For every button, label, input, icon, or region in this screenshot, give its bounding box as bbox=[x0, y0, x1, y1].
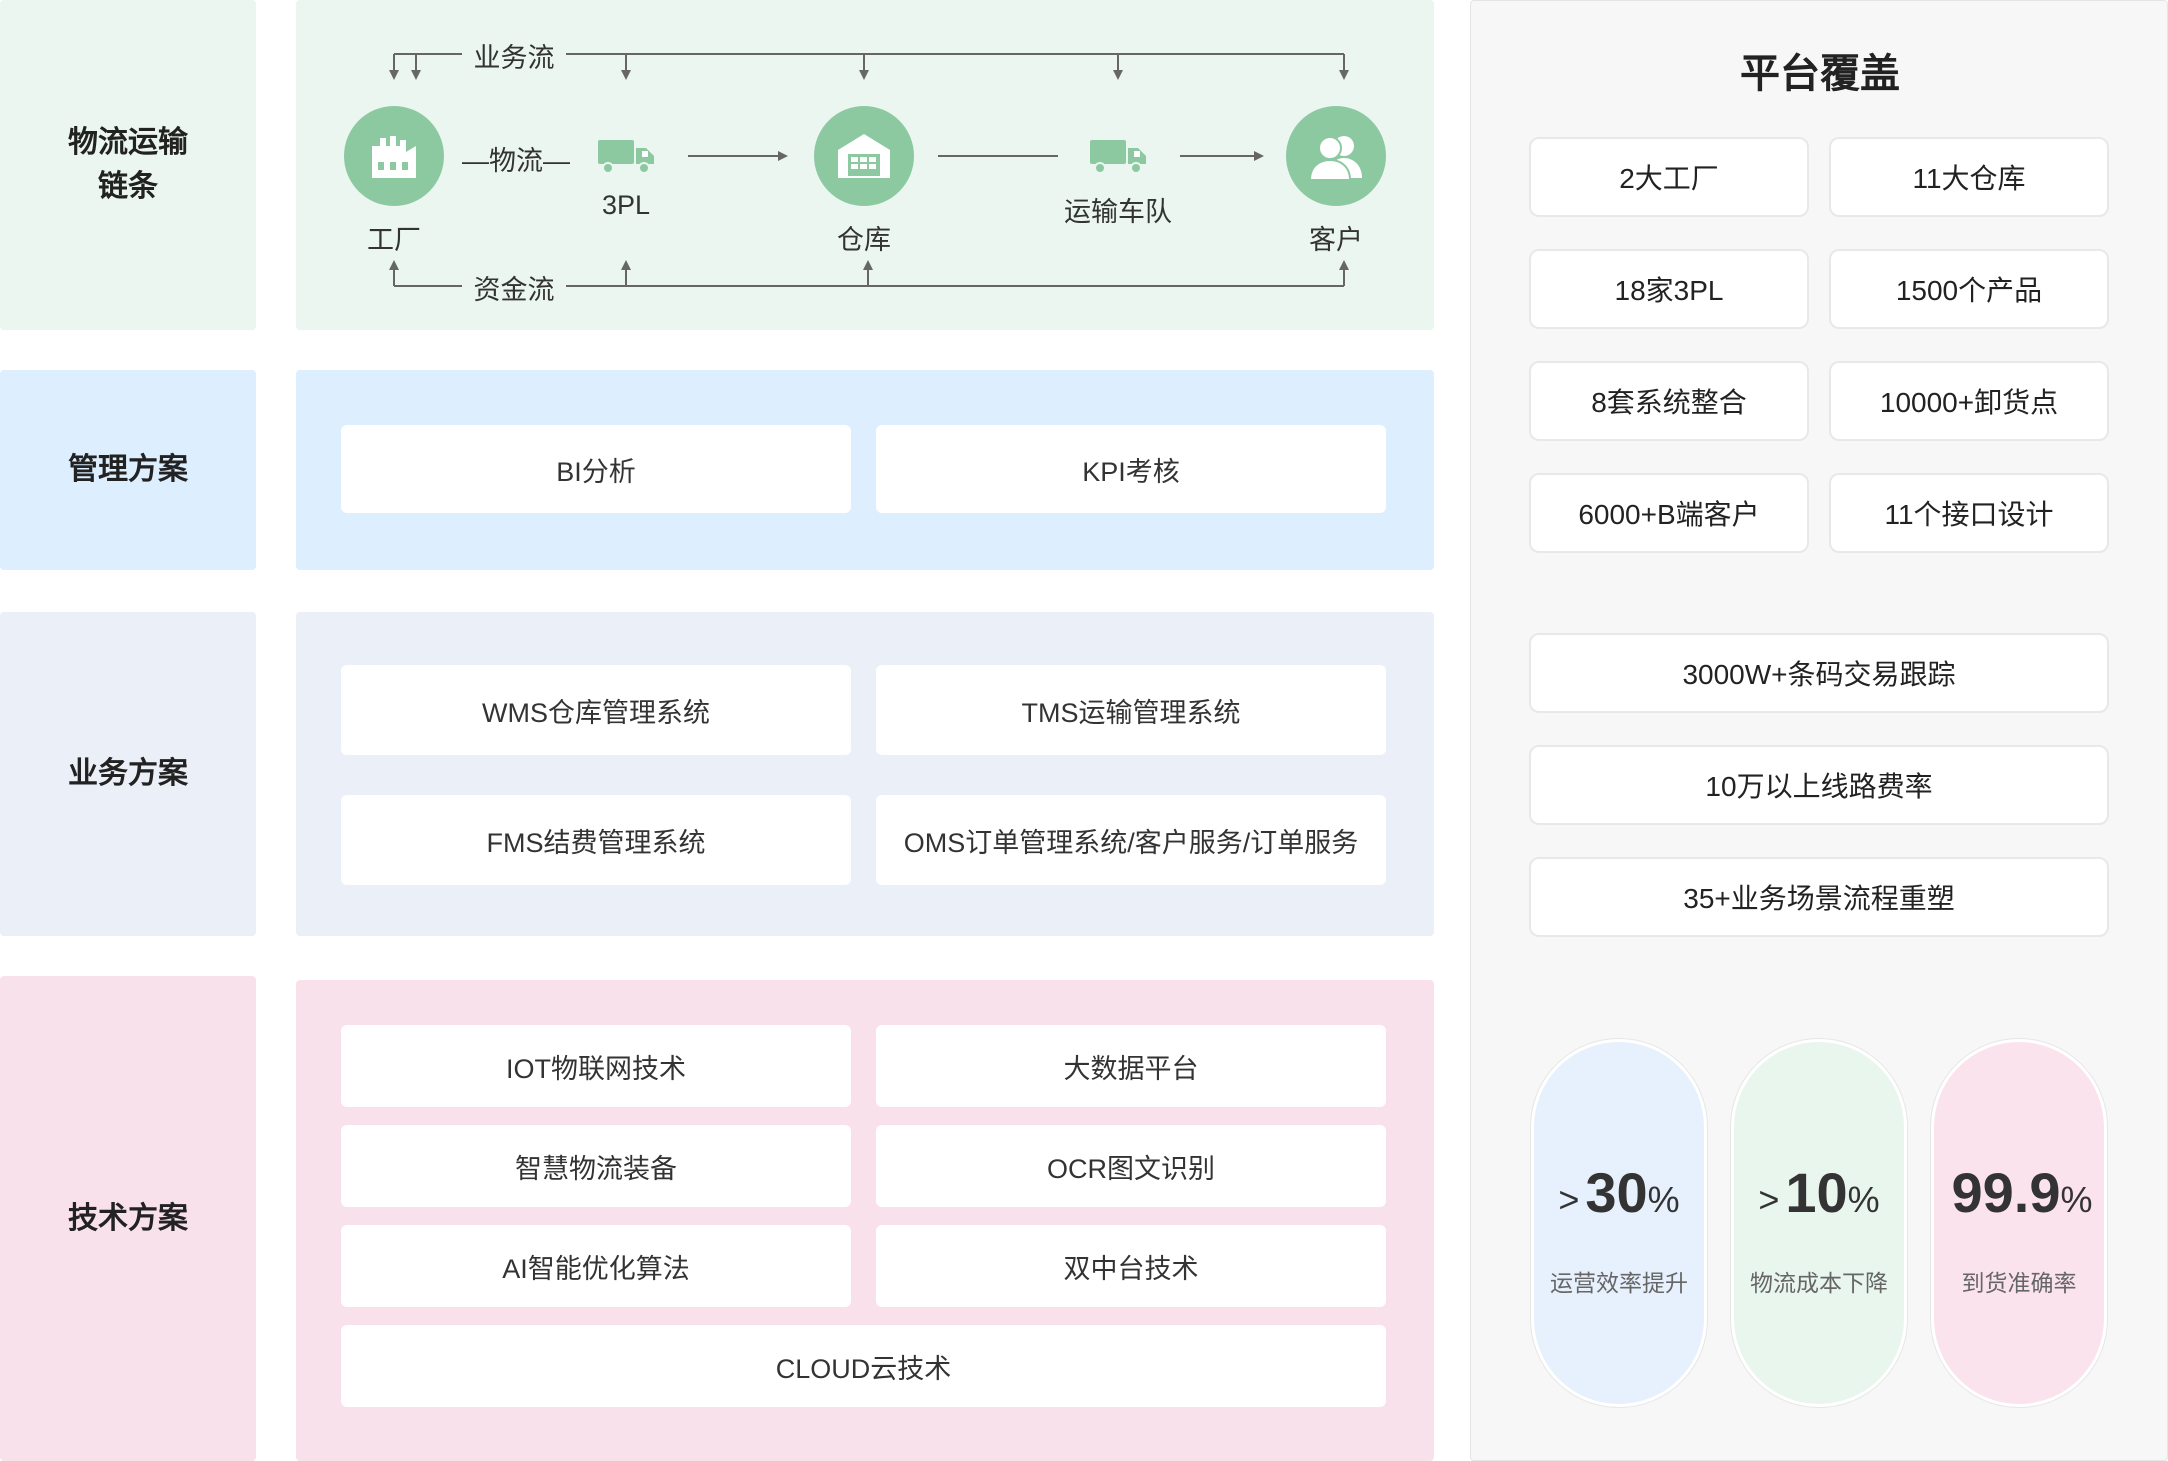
card-iot: IOT物联网技术 bbox=[341, 1025, 851, 1107]
customer-icon bbox=[1286, 106, 1386, 206]
capital-flow-line bbox=[389, 260, 1349, 287]
business-panel: WMS仓库管理系统 TMS运输管理系统 FMS结费管理系统 OMS订单管理系统/… bbox=[296, 612, 1434, 936]
card-fms: FMS结费管理系统 bbox=[341, 795, 851, 885]
card-cloud: CLOUD云技术 bbox=[341, 1325, 1386, 1407]
management-panel: BI分析 KPI考核 bbox=[296, 370, 1434, 570]
stat-systems: 8套系统整合 bbox=[1529, 361, 1809, 441]
capital-flow-label: 资金流 bbox=[462, 268, 566, 307]
metric-cost-value: 10 bbox=[1785, 1161, 1848, 1224]
fleet-truck-icon bbox=[1088, 136, 1148, 176]
truck-icon bbox=[596, 136, 656, 176]
metric-efficiency-unit: % bbox=[1647, 1179, 1680, 1220]
stat-factories: 2大工厂 bbox=[1529, 137, 1809, 217]
stat-warehouses: 11大仓库 bbox=[1829, 137, 2109, 217]
warehouse-icon bbox=[814, 106, 914, 206]
business-flow-line bbox=[389, 53, 1349, 80]
metric-accuracy-value: 99.9 bbox=[1951, 1161, 2061, 1224]
stat-route-rates: 10万以上线路费率 bbox=[1529, 745, 2109, 825]
warehouse-label: 仓库 bbox=[837, 225, 891, 255]
metric-cost-prefix: > bbox=[1758, 1179, 1780, 1220]
stat-unload-points: 10000+卸货点 bbox=[1829, 361, 2109, 441]
metric-efficiency-caption: 运营效率提升 bbox=[1550, 1270, 1688, 1296]
row-label-logistics-line2: 链条 bbox=[98, 170, 158, 203]
row-label-management: 管理方案 bbox=[0, 370, 256, 570]
flow-lines bbox=[389, 53, 1349, 287]
metric-accuracy-caption: 到货准确率 bbox=[1961, 1270, 2077, 1296]
logistics-flow-panel: 业务流 资金流 —物流— 工厂 3PL 仓 bbox=[296, 0, 1434, 330]
card-oms: OMS订单管理系统/客户服务/订单服务 bbox=[876, 795, 1386, 885]
card-big-data: 大数据平台 bbox=[876, 1025, 1386, 1107]
customer-label: 客户 bbox=[1309, 225, 1363, 255]
card-wms: WMS仓库管理系统 bbox=[341, 665, 851, 755]
platform-title: 平台覆盖 bbox=[1740, 52, 1900, 96]
card-dual-platform: 双中台技术 bbox=[876, 1225, 1386, 1307]
metric-efficiency-value: 30 bbox=[1585, 1161, 1648, 1224]
stat-interfaces: 11个接口设计 bbox=[1829, 473, 2109, 553]
stat-barcode-tracking: 3000W+条码交易跟踪 bbox=[1529, 633, 2109, 713]
factory-icon bbox=[344, 106, 444, 206]
row-label-business: 业务方案 bbox=[0, 612, 256, 936]
metric-cost-unit: % bbox=[1847, 1179, 1880, 1220]
metric-accuracy: 99.9% 到货准确率 bbox=[1931, 1039, 2107, 1407]
tpl-label: 3PL bbox=[601, 190, 651, 220]
metric-accuracy-unit: % bbox=[2060, 1179, 2093, 1220]
stat-products: 1500个产品 bbox=[1829, 249, 2109, 329]
card-bi-analysis: BI分析 bbox=[341, 425, 851, 513]
stat-b-customers: 6000+B端客户 bbox=[1529, 473, 1809, 553]
card-smart-equipment: 智慧物流装备 bbox=[341, 1125, 851, 1207]
card-kpi: KPI考核 bbox=[876, 425, 1386, 513]
logistics-flow-label: —物流— bbox=[462, 146, 570, 176]
technology-panel: IOT物联网技术 大数据平台 智慧物流装备 OCR图文识别 AI智能优化算法 双… bbox=[296, 980, 1434, 1461]
metric-cost-caption: 物流成本下降 bbox=[1750, 1270, 1888, 1296]
factory-label: 工厂 bbox=[367, 225, 421, 255]
platform-coverage-panel: 平台覆盖 2大工厂 11大仓库 18家3PL 1500个产品 8套系统整合 10… bbox=[1470, 0, 2168, 1461]
card-tms: TMS运输管理系统 bbox=[876, 665, 1386, 755]
business-flow-label: 业务流 bbox=[462, 36, 566, 75]
row-label-logistics-line1: 物流运输 bbox=[68, 126, 188, 159]
fleet-label: 运输车队 bbox=[1064, 197, 1172, 227]
card-ocr: OCR图文识别 bbox=[876, 1125, 1386, 1207]
metric-efficiency: >30% 运营效率提升 bbox=[1531, 1039, 1707, 1407]
metric-cost: >10% 物流成本下降 bbox=[1731, 1039, 1907, 1407]
row-label-logistics: 物流运输 链条 bbox=[0, 0, 256, 330]
stat-process-reshaping: 35+业务场景流程重塑 bbox=[1529, 857, 2109, 937]
card-ai-algorithm: AI智能优化算法 bbox=[341, 1225, 851, 1307]
stat-3pl: 18家3PL bbox=[1529, 249, 1809, 329]
row-label-technology: 技术方案 bbox=[0, 976, 256, 1461]
metric-efficiency-prefix: > bbox=[1558, 1179, 1580, 1220]
